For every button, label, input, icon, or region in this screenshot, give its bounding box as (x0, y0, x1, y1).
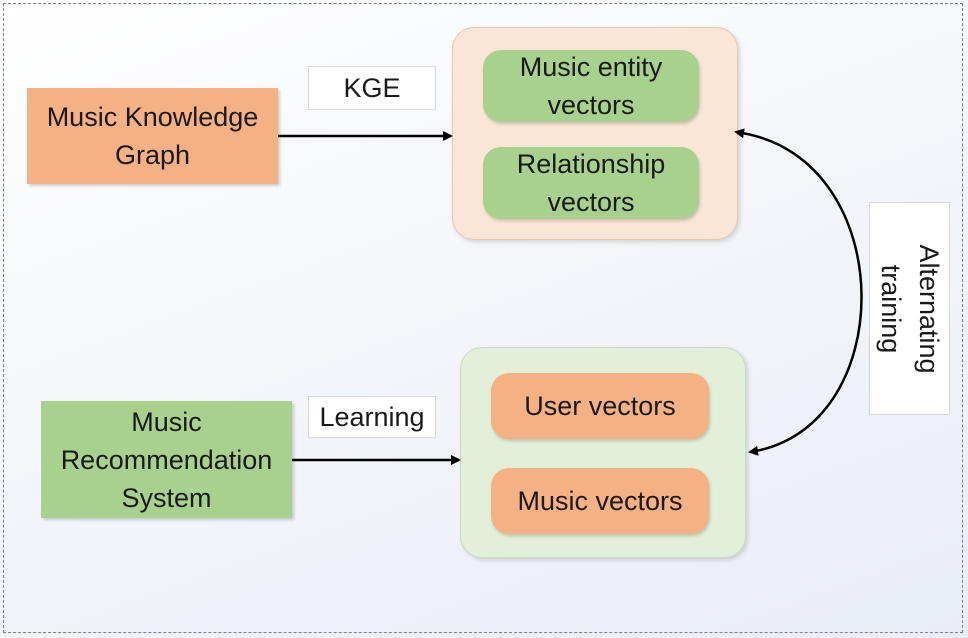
alternating-training-arrow (734, 128, 863, 456)
music-entity-vectors-pill: Music entity vectors (483, 50, 699, 122)
relationship-vectors-pill: Relationship vectors (483, 147, 699, 219)
kge-label: KGE (308, 66, 436, 110)
dashed-frame (3, 3, 963, 633)
music-vectors-pill: Music vectors (491, 468, 709, 534)
user-vectors-pill: User vectors (491, 373, 709, 439)
alternating-training-label: Alternating training (869, 202, 950, 415)
music-knowledge-graph-node: Music Knowledge Graph (27, 88, 278, 184)
music-recommendation-system-node: Music Recommendation System (41, 401, 292, 518)
recommendation-vectors-group: User vectors Music vectors (460, 347, 746, 558)
learning-label: Learning (308, 396, 436, 438)
kge-vectors-group: Music entity vectors Relationship vector… (452, 27, 738, 240)
